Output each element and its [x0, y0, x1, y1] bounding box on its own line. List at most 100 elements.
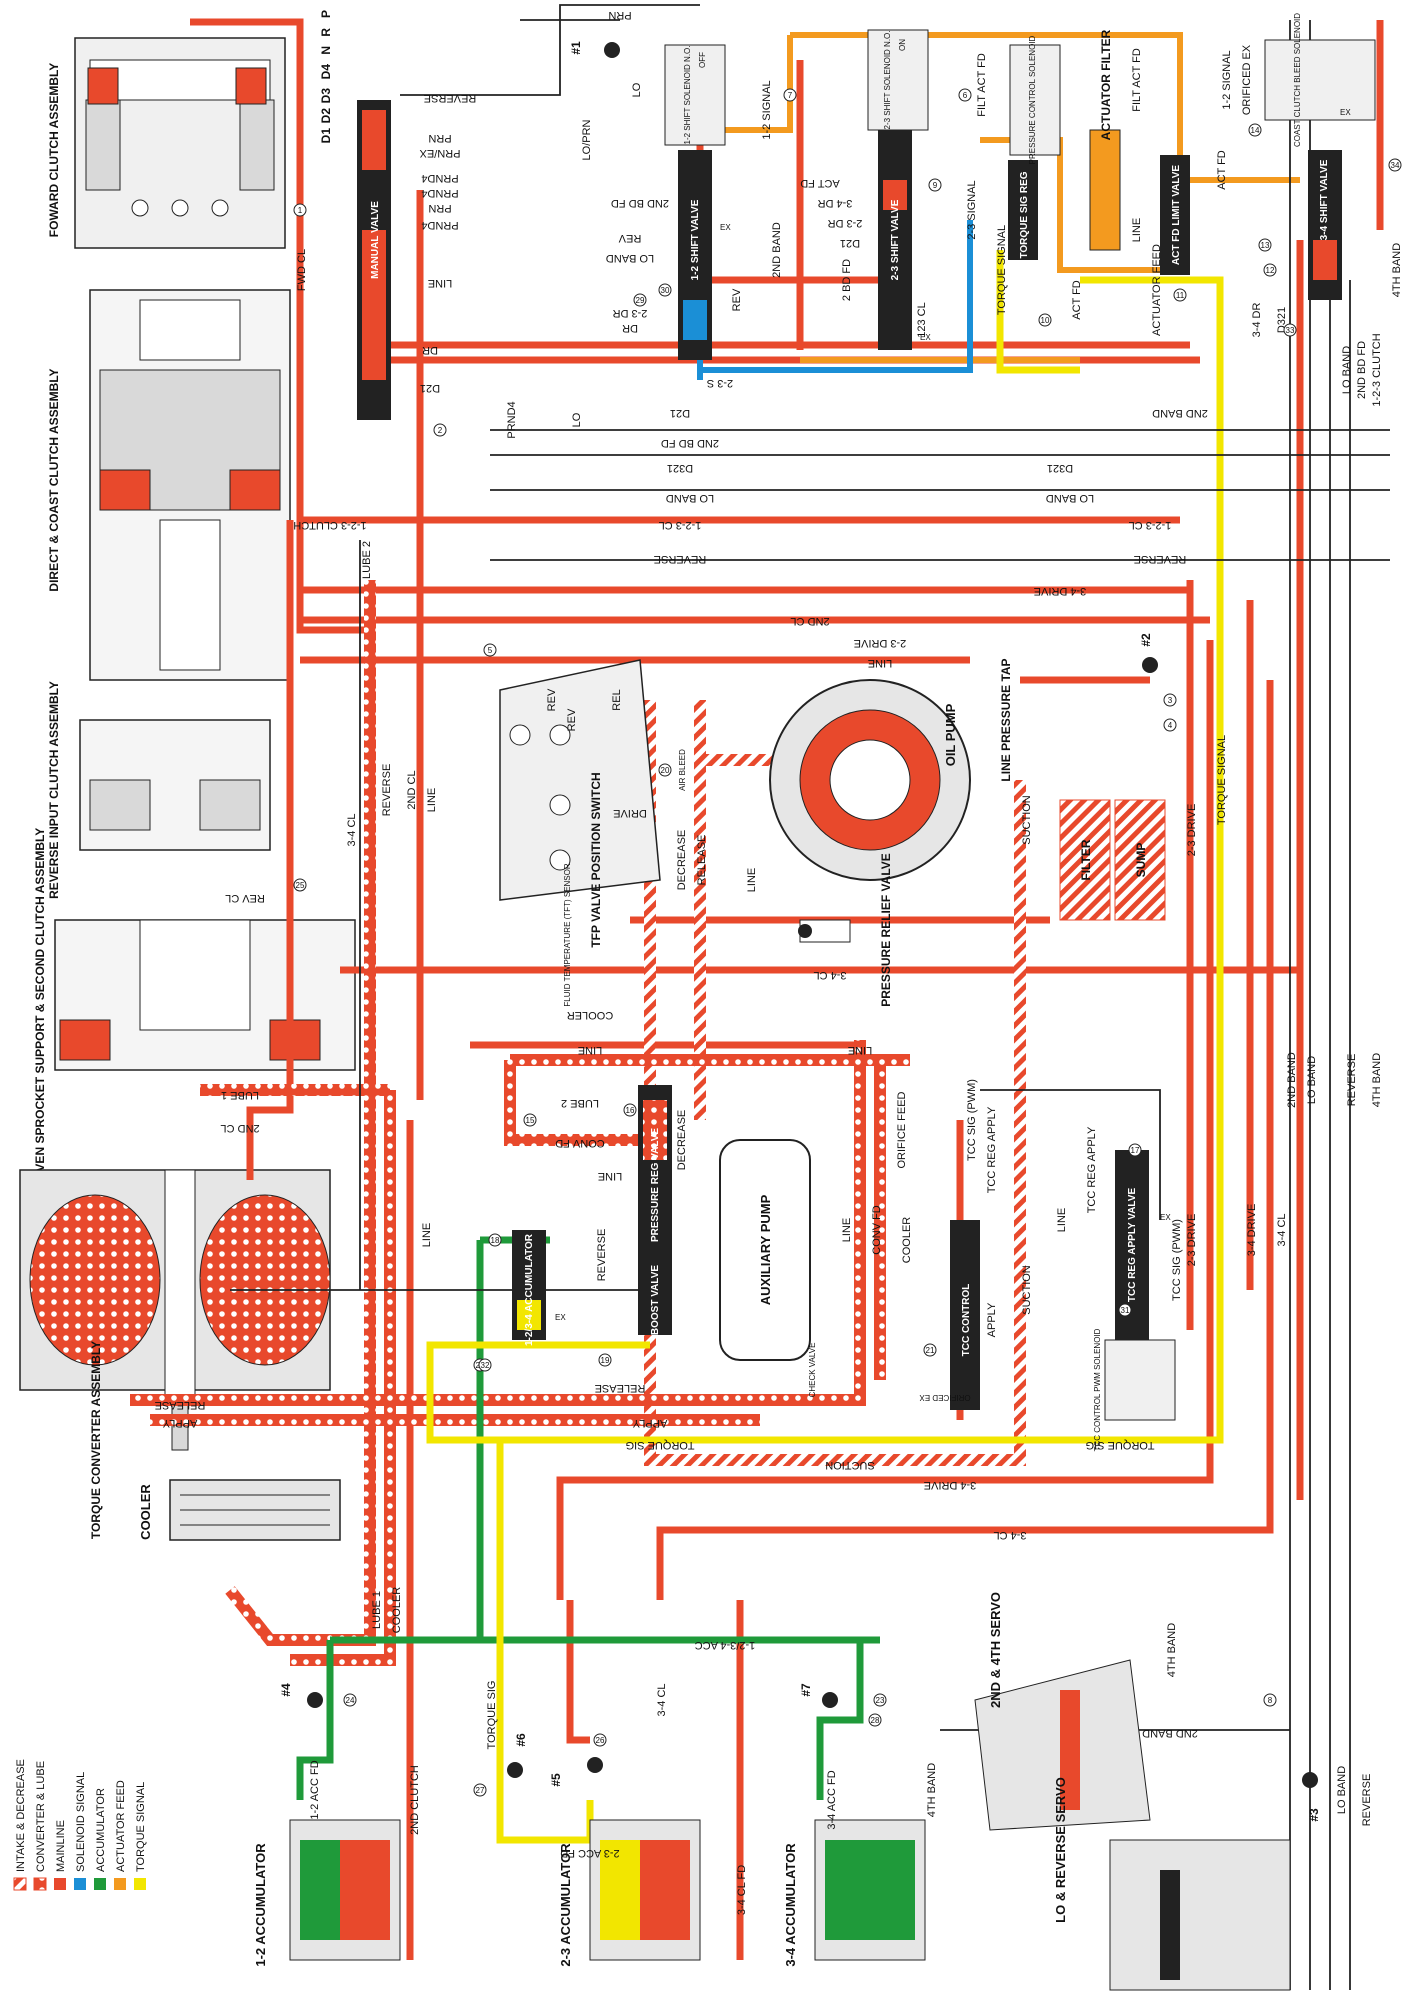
label-line-10: LINE [841, 1218, 853, 1242]
gear-d2: D2 [319, 108, 333, 124]
actuator-feed-passages [710, 32, 1300, 363]
pressure-reg-valve[interactable] [638, 1085, 672, 1335]
label-conv-fd-1: CONV FD [555, 1137, 605, 1149]
label-rev-cl: REV CL [225, 892, 265, 904]
label-2-3-dr-2: 2-3 DR [828, 217, 863, 229]
orifice-32-num: 32 [481, 1361, 490, 1370]
label-2nd-band-1: 2ND BAND [771, 222, 783, 278]
manual-valve-label: MANUAL VALVE [370, 201, 381, 279]
orifice-6-num: 6 [963, 91, 968, 100]
orifice-21: 21 [923, 1343, 937, 1357]
orifice-16: 16 [623, 1103, 637, 1117]
coast-clutch-solenoid-label: COAST CLUTCH BLEED SOLENOID [1293, 13, 1302, 147]
label-prn-ex: PRN/EX [419, 147, 461, 159]
pressure-relief-valve [798, 919, 851, 943]
label-lube-1-1: LUBE 1 [221, 1089, 259, 1101]
orifice-20: 20 [658, 763, 672, 777]
label-prnd4-1: PRND4 [421, 172, 458, 184]
torque-converter-label: TORQUE CONVERTER ASSEMBLY [89, 1341, 103, 1539]
accumulator-1234-valve[interactable] [512, 1230, 546, 1340]
orifice-24: 24 [343, 1693, 357, 1707]
auxiliary-pump [719, 1139, 811, 1361]
tft-sensor-label: FLUID TEMPERATURE (TFT) SENSOR [563, 863, 572, 1006]
tcc-pwm-solenoid [1104, 1339, 1176, 1421]
ex-label-5: EX [1160, 1213, 1171, 1222]
label-sig-23: 2-3 SIGNAL [966, 180, 978, 239]
label-1-2-3-clutch-2: 1-2-3 CLUTCH [293, 519, 366, 531]
label-apply-1: APPLY [986, 1302, 998, 1337]
label-lo-prn: LO/PRN [581, 119, 593, 160]
orifice-29: 29 [633, 293, 647, 307]
tcc-control-label: TCC CONTROL [961, 1284, 972, 1357]
shift-valve-23-label: 2-3 SHIFT VALVE [890, 199, 901, 280]
shift-valve-12[interactable] [678, 150, 712, 360]
orifice-24-num: 24 [346, 1696, 355, 1705]
ex-label-4: EX [555, 1313, 566, 1322]
label-reverse-4: REVERSE [381, 764, 393, 817]
label-decrease-1: DECREASE [676, 830, 688, 891]
label-acc-34-fd: 3-4 ACC FD [826, 1770, 838, 1829]
line-pressure-tap-label: LINE PRESSURE TAP [999, 658, 1013, 781]
orifice-34-num: 34 [1391, 161, 1400, 170]
oil-pump [769, 679, 971, 881]
label-lube-2-2: LUBE 2 [561, 1097, 599, 1109]
orifice-15: 15 [523, 1113, 537, 1127]
label-123-cl: 123 CL [916, 302, 928, 337]
shift-solenoid-23 [867, 29, 929, 131]
legend-swatch-mainline [54, 1878, 66, 1890]
label-3-4-cl-5: 3-4 CL [656, 1683, 668, 1716]
label-2nd-band-2: 2ND BAND [1152, 407, 1208, 419]
ex-label-1: EX [720, 223, 731, 232]
tcc-pwm-solenoid-label: TCC CONTROL PWM SOLENOID [1093, 1328, 1102, 1451]
checkball-3 [1302, 1772, 1318, 1788]
pressure-reg-label: PRESSURE REG VALVE [650, 1128, 661, 1242]
tcc-control-valve[interactable] [950, 1220, 980, 1410]
label-suction-1: SUCTION [1021, 795, 1033, 845]
label-line-top: LINE [428, 277, 452, 289]
label-apply-3: APPLY [162, 1417, 197, 1429]
shift-solenoid-12-state: OFF [698, 52, 707, 68]
orifice-12: 12 [1263, 263, 1277, 277]
checkball-1 [604, 42, 620, 58]
label-dr-top: DR [422, 344, 438, 356]
manual-valve[interactable] [357, 100, 391, 420]
orifice-11: 11 [1173, 288, 1187, 302]
label-acc-1234: 1-2/3-4 ACC [695, 1639, 756, 1651]
servo-lo-rev-label: LO & REVERSE SERVO [1053, 1777, 1068, 1923]
shift-valve-34[interactable] [1308, 150, 1342, 300]
label-lo-band-1: LO BAND [606, 252, 654, 264]
label-torque-sig-3: TORQUE SIG [486, 1681, 498, 1750]
shift-solenoid-12-label: 1-2 SHIFT SOLENOID N.O. [683, 46, 692, 145]
label-drive: DRIVE [613, 807, 647, 819]
orifice-25-num: 25 [296, 881, 305, 890]
label-torque-sig-1: TORQUE SIG [626, 1439, 695, 1451]
cooler-drawing [169, 1479, 341, 1541]
gear-d3: D3 [319, 88, 333, 104]
orifice-27: 27 [473, 1783, 487, 1797]
shift-valve-23[interactable] [878, 130, 912, 350]
orifice-33: 33 [1283, 323, 1297, 337]
label-line-7: LINE [848, 1044, 872, 1056]
orifice-14-num: 14 [1251, 126, 1260, 135]
label-cooler-1: COOLER [567, 1009, 614, 1021]
filter-label: FILTER [1079, 839, 1093, 880]
driven-sprocket-label: DRIVEN SPROCKET SUPPORT & SECOND CLUTCH … [33, 828, 47, 1192]
label-1-2-3-cl-2: 1-2-3 CL [1129, 519, 1172, 531]
label-line-2: LINE [1131, 218, 1143, 242]
label-tcc-sig-pwm-2: TCC SIG (PWM) [1171, 1219, 1183, 1301]
direct-coast-clutch-drawing [89, 289, 291, 681]
torque-sig-reg-valve[interactable] [1008, 160, 1038, 260]
orifice-8-num: 8 [1268, 1696, 1273, 1705]
label-rev-3: REV [546, 688, 558, 711]
label-2nd-bd-fd-1: 2ND BD FD [611, 197, 669, 209]
label-reverse-top: REVERSE [424, 92, 477, 104]
legend-swatch-intake [13, 1877, 27, 1891]
accumulator-12-label: 1-2 ACCUMULATOR [253, 1843, 268, 1967]
legend: INTAKE & DECREASE CONVERTER & LUBE MAINL… [13, 1759, 147, 1891]
act-fd-limit-valve[interactable] [1160, 155, 1190, 275]
label-actuator-feed: ACTUATOR FEED [1151, 244, 1163, 336]
coast-clutch-solenoid [1264, 39, 1376, 121]
filter-box [1059, 799, 1111, 921]
checkball-1-label: #1 [569, 41, 583, 55]
